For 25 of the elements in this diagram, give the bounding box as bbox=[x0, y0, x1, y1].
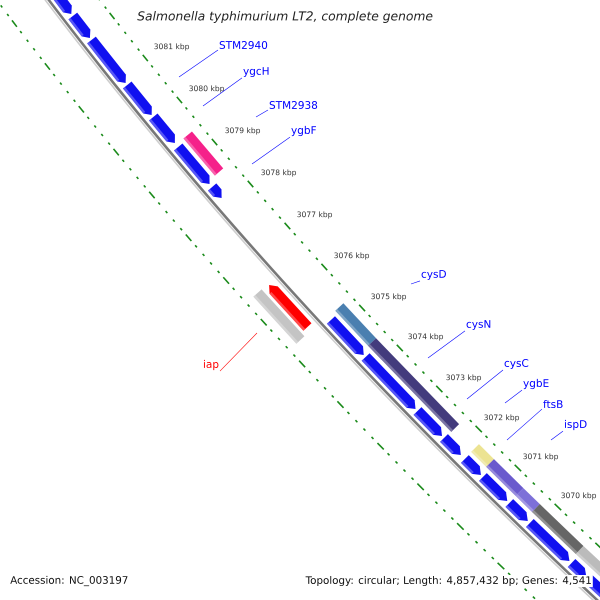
gene-label: iap bbox=[204, 360, 218, 370]
gene-label: cysN bbox=[466, 320, 490, 330]
gene-label: STM2940 bbox=[220, 41, 268, 49]
gene-label: ygbF bbox=[291, 126, 316, 136]
leader-line bbox=[256, 110, 268, 118]
leader-line bbox=[220, 332, 258, 372]
gene-label: ygcH bbox=[243, 67, 269, 77]
gene-label: ygbE bbox=[523, 378, 549, 390]
title: Salmonella typhimurium LT2, complete genome bbox=[137, 11, 432, 23]
leader-line bbox=[252, 136, 290, 164]
gene-label: cysC bbox=[504, 359, 528, 369]
footer-text: Topology: circular; Length: 4,857,432 bp; Genes: 4,541 bbox=[304, 575, 593, 587]
leader-line bbox=[504, 390, 522, 404]
leader-line bbox=[202, 78, 242, 106]
gene-label: STM2938 bbox=[270, 101, 318, 109]
leader-line bbox=[410, 280, 420, 284]
leader-line bbox=[506, 408, 542, 440]
leader-line bbox=[428, 330, 466, 358]
leader-line bbox=[178, 50, 218, 78]
leader-line bbox=[466, 370, 504, 400]
footer-text: Accession: NC_003197 bbox=[9, 574, 130, 588]
gene-label: ispD bbox=[565, 420, 587, 430]
leader-line bbox=[550, 430, 564, 440]
gene-label: cysD bbox=[422, 270, 446, 280]
gene-label: ftsB bbox=[543, 400, 563, 408]
